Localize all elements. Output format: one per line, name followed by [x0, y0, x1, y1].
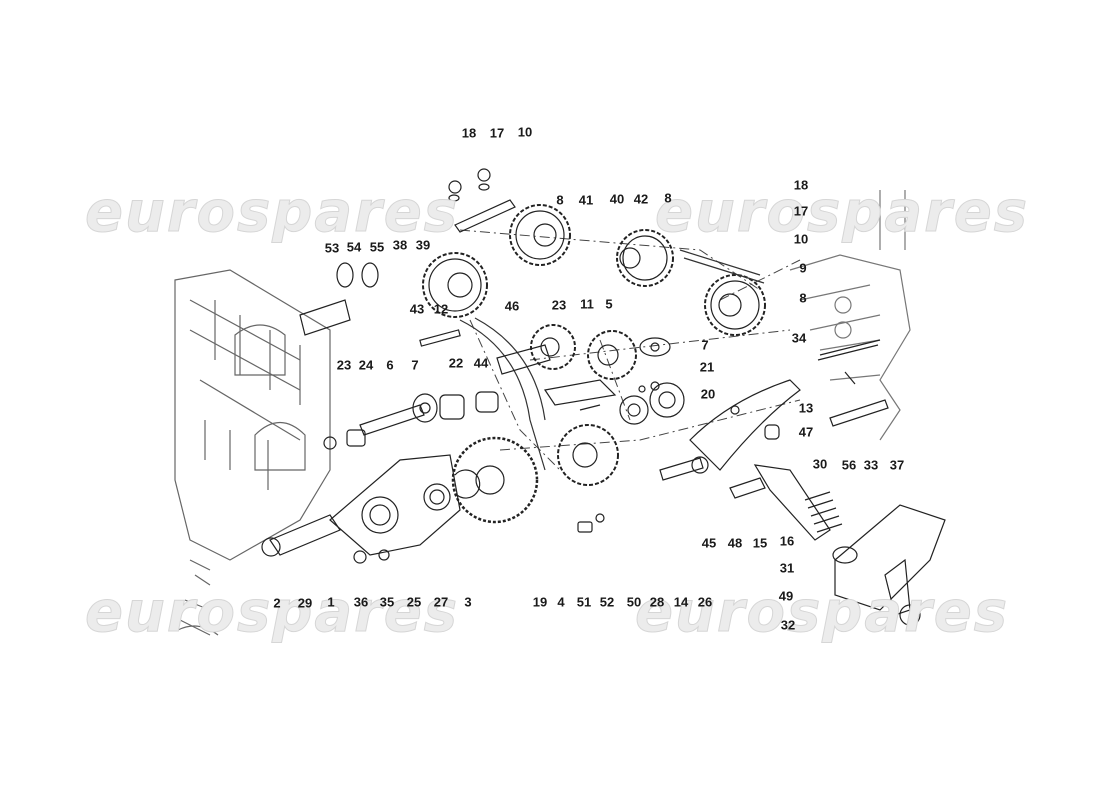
- part-callout-16: 16: [779, 533, 795, 549]
- part-callout-8: 8: [799, 290, 807, 306]
- part-callout-4: 4: [557, 594, 565, 610]
- part-callout-34: 34: [791, 330, 807, 346]
- part-callout-23: 23: [551, 297, 567, 313]
- part-callout-6: 6: [386, 357, 394, 373]
- part-callout-26: 26: [697, 594, 713, 610]
- part-callout-48: 48: [727, 535, 743, 551]
- part-callout-12: 12: [433, 301, 449, 317]
- part-callout-27: 27: [433, 594, 449, 610]
- part-callout-21: 21: [699, 359, 715, 375]
- engine-casing-icon: [789, 190, 911, 441]
- tensioner-plate-icon: [454, 199, 516, 233]
- part-callout-52: 52: [599, 594, 615, 610]
- part-callout-49: 49: [778, 588, 794, 604]
- part-callout-18: 18: [461, 125, 477, 141]
- part-callout-1: 1: [327, 594, 335, 610]
- part-callout-2: 2: [273, 595, 281, 611]
- part-callout-37: 37: [889, 457, 905, 473]
- part-callout-11: 11: [580, 296, 594, 312]
- part-callout-14: 14: [673, 594, 689, 610]
- part-callout-46: 46: [504, 298, 520, 314]
- spring-icon: [804, 491, 843, 533]
- part-callout-10: 10: [517, 124, 533, 140]
- part-callout-32: 32: [780, 617, 796, 633]
- chain-icon: [459, 249, 765, 471]
- part-callout-56: 56: [841, 457, 857, 473]
- part-callout-40: 40: [609, 191, 625, 207]
- part-callout-31: 31: [779, 560, 795, 576]
- engine-block-icon: [174, 269, 331, 636]
- part-callout-13: 13: [798, 400, 814, 416]
- part-callout-24: 24: [358, 357, 374, 373]
- rocker-arm-icon: [689, 379, 801, 471]
- part-callout-8: 8: [664, 190, 672, 206]
- part-callout-38: 38: [392, 237, 408, 253]
- part-callout-42: 42: [633, 191, 649, 207]
- part-callout-33: 33: [863, 457, 879, 473]
- part-callout-18: 18: [793, 177, 809, 193]
- part-callout-17: 17: [793, 203, 809, 219]
- drive-shaft-icon: [359, 404, 425, 436]
- part-callout-41: 41: [578, 192, 594, 208]
- part-callout-44: 44: [473, 355, 489, 371]
- part-callout-7: 7: [411, 357, 419, 373]
- part-callout-36: 36: [353, 594, 369, 610]
- pump-housing-icon: [329, 454, 461, 556]
- part-callout-51: 51: [576, 594, 592, 610]
- part-callout-22: 22: [448, 355, 464, 371]
- part-callout-28: 28: [649, 594, 665, 610]
- part-callout-50: 50: [626, 594, 642, 610]
- part-callout-53: 53: [324, 240, 340, 256]
- part-callout-9: 9: [799, 260, 807, 276]
- part-callout-30: 30: [812, 456, 828, 472]
- part-callout-25: 25: [406, 594, 422, 610]
- part-callout-29: 29: [297, 595, 313, 611]
- part-callout-35: 35: [379, 594, 395, 610]
- part-callout-47: 47: [798, 424, 814, 440]
- part-callout-39: 39: [415, 237, 431, 253]
- part-callout-8: 8: [556, 192, 564, 208]
- part-callout-7: 7: [701, 337, 709, 353]
- part-callout-43: 43: [409, 301, 425, 317]
- part-callout-5: 5: [605, 296, 613, 312]
- part-callout-3: 3: [464, 594, 472, 610]
- part-callout-55: 55: [369, 239, 385, 255]
- part-callout-20: 20: [700, 386, 716, 402]
- part-callout-19: 19: [532, 594, 548, 610]
- part-callout-10: 10: [793, 231, 809, 247]
- part-callout-45: 45: [701, 535, 717, 551]
- part-callout-15: 15: [752, 535, 768, 551]
- part-callout-23: 23: [336, 357, 352, 373]
- part-callout-17: 17: [489, 125, 505, 141]
- part-callout-54: 54: [346, 239, 362, 255]
- sprocket-icon: [422, 204, 766, 524]
